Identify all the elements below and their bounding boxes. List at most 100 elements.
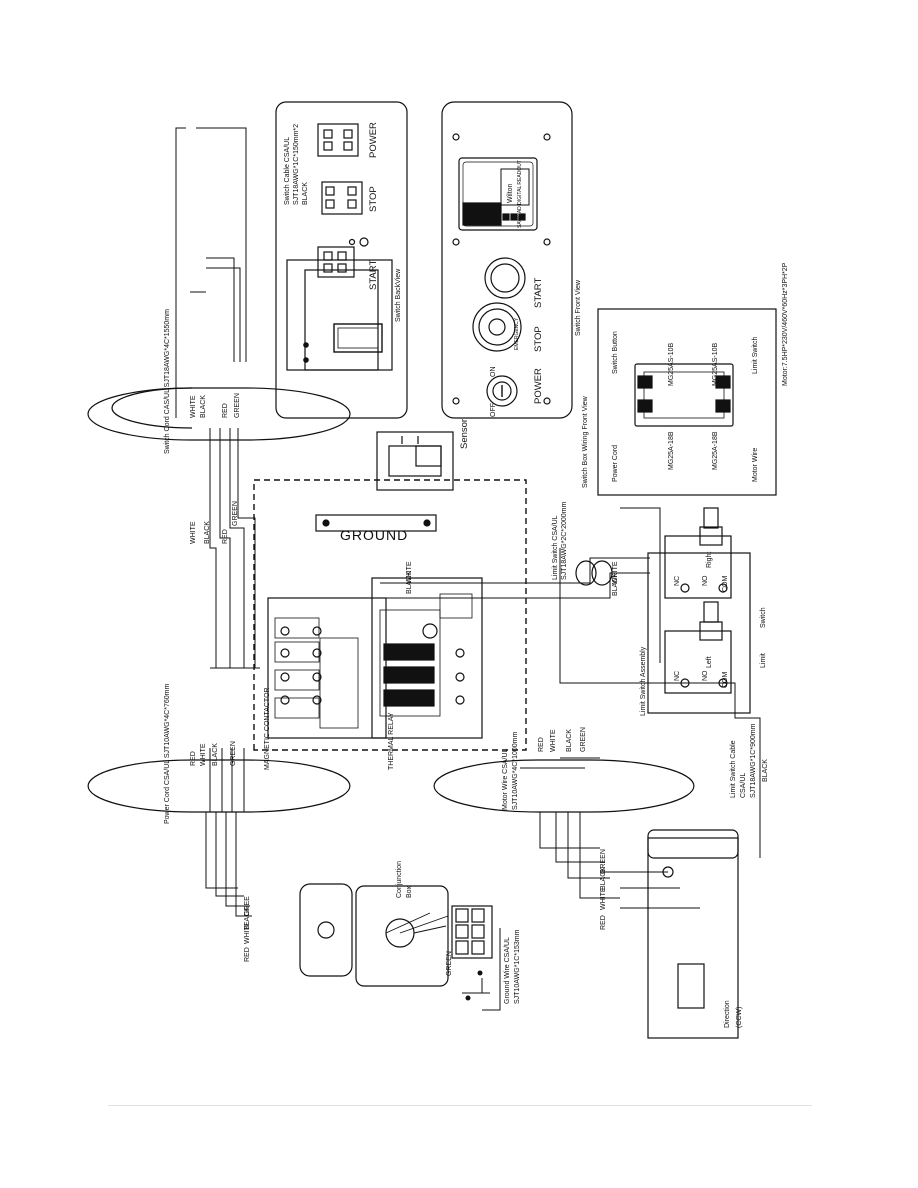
switch-front-panel [441,101,573,419]
label-switch-cable-black: BLACK [302,182,309,205]
label-sensor: Sensor [459,418,470,449]
label-power-green: GREEN [230,741,237,766]
label-ground: GROUND [340,527,409,543]
label-switch-cord-white: WHITE [190,395,197,418]
magnetic-contactor [267,597,387,739]
label-limit-cable-black: BLACK [762,759,769,782]
label-switch-cord-red: RED [222,403,229,418]
label-start: START [368,259,379,290]
label-brand-sub: SAWCAD DIGITAL READOUT [517,160,523,228]
label-limit-switch-csa: Limit Switch CSA/UL [552,515,559,580]
thermal-relay [371,577,483,739]
label-power-red: RED [190,751,197,766]
label-limit-switch-box: Limit Switch [752,336,759,374]
label-off: OFF [490,403,497,417]
label-motor-wire: Motor Wire CSA/UL [502,748,509,810]
label-black-2: BLACK [204,521,211,544]
label-power-front: POWER [533,368,544,404]
label-switch-back-view: Switch BackView [395,268,402,322]
label-motor-red: RED [538,737,545,752]
label-switch-cord: Switch Cord CAS/UL SJT18AWG*4C*1550mm [164,309,171,454]
label-com-right: COM [722,575,729,592]
label-switch-cord-black: BLACK [200,395,207,418]
label-magnetic-contactor: MAGNETIC CONTACTOR [264,687,271,770]
label-black-limit-2: BLACK [612,573,619,596]
label-motor-black: BLACK [566,729,573,752]
label-conjunction-box: Box [406,885,413,898]
ground-bar [315,514,437,532]
label-start-front: START [533,277,544,308]
label-mg25a-bottom: MG25A-18B [712,431,719,470]
control-box-outline [253,479,527,751]
label-white-2: WHITE [190,521,197,544]
label-mg25as-bottom: MG25AS-10B [712,342,719,386]
label-limit-cable: Limit Switch Cable [730,740,737,798]
label-motor-wire-spec: SJT10AWG*4C*1000mm [512,731,519,810]
label-switch-cable-spec: SJT18AWG*1C*150mm*2 [293,123,300,205]
label-nc-right: NC [674,575,681,586]
label-brand: Wilton [507,183,514,203]
label-power: POWER [368,122,379,158]
power-switch-body [317,123,359,157]
label-stop: STOP [368,186,379,212]
label-switch-cable: Switch Cable CSA/UL [284,136,291,205]
limit-switch-assembly [647,552,751,714]
switch-cord-bundle [87,387,351,441]
label-power-cord-box: Power Cord [612,445,619,482]
label-com-left: COM [722,671,729,688]
label-limit-cable-spec: SJT18AWG*1C*900mm [750,723,757,798]
label-motor-red-2: RED [600,915,607,930]
label-plug-red: RED [244,947,251,962]
label-direction: Direction [724,1000,731,1028]
label-mg25as-top: MG25AS-10B [668,342,675,386]
label-limit-switch-assembly: Limit Switch Assembly [640,646,647,716]
stop-button [472,302,522,352]
label-no-right: NO [702,575,709,587]
label-motor-spec: Motor:7.5HP*230V/460V*60Hz*3PH*2P [782,262,789,386]
motor-shaft [677,963,705,1009]
label-black-limit: BLACK [406,571,413,594]
power-key-switch [486,375,518,407]
label-motor-green: GREEN [580,727,587,752]
power-cord-bundle [87,759,351,813]
label-conjunction: Conjunction [396,861,403,898]
conjunction-box [355,885,449,987]
left-limit-switch [664,630,732,694]
label-ground-wire: Ground Wire CSA/UL [504,937,511,1004]
label-no-left: NO [702,670,709,682]
label-thermal-relay: THERMAL RELAY [388,712,395,770]
label-switch-box-front: Switch Box Wiring Front View [582,396,589,488]
label-ccw: (CCW) [736,1006,743,1028]
switch-back-panel [275,101,408,419]
footer-rule [108,1105,812,1106]
label-motor-white: WHITE [550,729,557,752]
label-stop-front: STOP [533,326,544,352]
label-power-white: WHITE [200,743,207,766]
digital-readout [458,157,538,231]
label-limit-switch-spec: SJT18AWG*2C*2000mm [561,501,568,580]
label-emergency: EMERGENCY [514,317,520,350]
label-green-2: GREEN [232,501,239,526]
label-nc-left: NC [674,670,681,681]
label-limit-cable-csa: CSA/UL [740,772,747,798]
label-limit: Limit [760,653,767,668]
label-right: Right [706,551,713,568]
stop-switch-body [321,181,363,215]
label-power-black: BLACK [212,743,219,766]
power-plug-housing [299,883,353,977]
label-plug-white: WHITE [244,921,251,944]
label-ground-wire-spec: SJT10AWG*1C*153mm [514,929,521,1004]
label-red-2: RED [222,529,229,544]
right-limit-switch [664,535,732,599]
label-left: Left [706,656,713,668]
label-mg25a-top: MG25A-18B [668,431,675,470]
label-motor-wire-box: Motor Wire [752,447,759,482]
switch-box-wiring-frame [597,308,777,496]
start-button [484,257,526,299]
start-switch-body [317,246,355,278]
sensor [376,431,454,491]
label-switch-button: Switch Button [612,331,619,374]
